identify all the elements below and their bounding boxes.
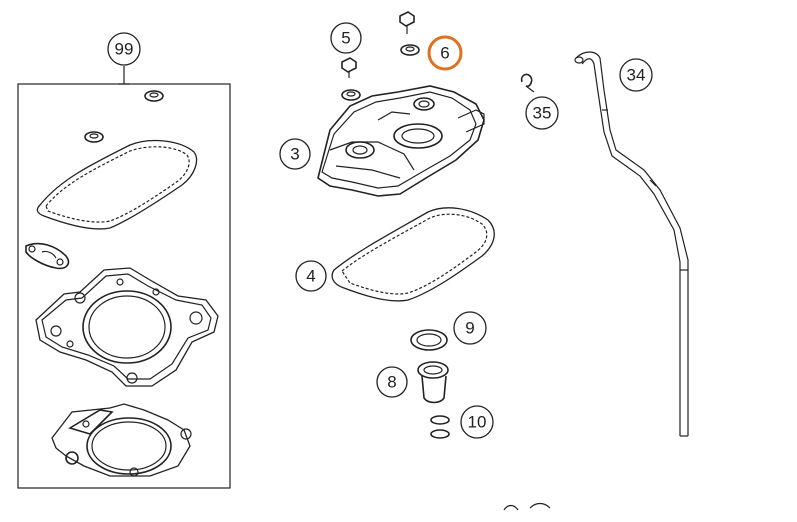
callout-label: 4	[306, 267, 315, 286]
callout-99: 99	[107, 32, 141, 66]
callout-35: 35	[525, 96, 559, 130]
kit-small-gasket	[25, 242, 70, 270]
callout-34: 34	[619, 58, 653, 92]
kit-head-gasket	[35, 267, 219, 387]
callout-label: 10	[468, 413, 487, 432]
callout-6-highlighted: 6	[427, 35, 463, 71]
gasket-kit-frame	[17, 83, 231, 489]
callout-label: 8	[387, 373, 396, 392]
callout-label: 34	[627, 66, 646, 85]
callout-5: 5	[330, 22, 362, 54]
breather-hose-34	[574, 51, 689, 437]
cropped-fragment	[503, 502, 551, 511]
callout-10: 10	[460, 405, 494, 439]
callout-8: 8	[376, 366, 408, 398]
bolt-part-6	[399, 11, 420, 56]
callout-label: 6	[440, 44, 449, 63]
callout-9: 9	[453, 311, 487, 345]
o-rings-10	[430, 415, 450, 439]
kit-seal-small-1	[144, 90, 164, 102]
gasket-kit-group	[17, 66, 231, 489]
callout-3: 3	[279, 138, 311, 170]
callout-label: 99	[115, 40, 134, 59]
callout-label: 3	[290, 145, 299, 164]
valve-cover-gasket	[331, 207, 495, 302]
seal-ring-9	[410, 329, 448, 351]
kit-seal-small-2	[84, 131, 104, 143]
valve-cover	[317, 85, 485, 197]
plug-8	[417, 361, 449, 404]
clamp-35	[520, 73, 535, 93]
callout-4: 4	[295, 260, 327, 292]
bolt-part-5	[341, 57, 361, 101]
callout-label: 35	[533, 104, 552, 123]
kit-valve-cover-gasket	[36, 139, 198, 230]
callout-label: 5	[341, 29, 350, 48]
callout-label: 9	[465, 319, 474, 338]
kit-base-gasket	[51, 403, 192, 477]
